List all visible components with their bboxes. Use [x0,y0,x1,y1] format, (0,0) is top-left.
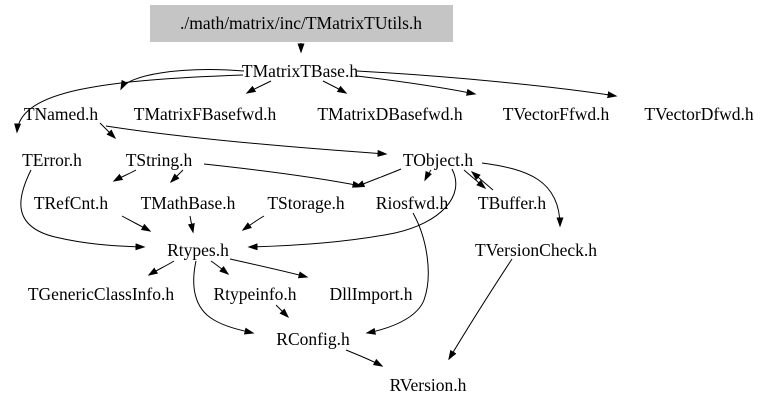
node-tbuffer-label[interactable]: TBuffer.h [478,193,546,213]
edge-tstring-to-trefcnt [112,169,137,182]
node-tgenericclassinfo-label[interactable]: TGenericClassInfo.h [28,284,175,304]
edge-tobject-to-tbuffer [463,169,487,189]
node-tobject-label[interactable]: TObject.h [403,150,473,170]
edge-tmatrixtbase-to-tvectorffwd [356,75,477,96]
edge-tmatrixtbase-to-tmatrixdbasefwd [322,80,348,94]
edge-tmatrixtbase-to-tvectordfwd [356,70,618,99]
edge-tbuffer-to-tobject [470,171,494,191]
edge-tmatrixtbase-to-tmatrixfbasefwd [245,80,272,94]
edge-tmatrixtbase-to-terror [14,74,244,134]
edge-tmatrixtbase-to-tnamed [120,69,245,91]
node-terror-label[interactable]: TError.h [22,150,82,170]
edge-riosfwd-to-rconfig [365,212,429,335]
node-tnamed-label[interactable]: TNamed.h [24,104,99,124]
edge-tobject-to-rtypes [247,168,457,251]
node-tvectorffwd-label[interactable]: TVectorFfwd.h [503,104,610,124]
node-dllimport-label[interactable]: DllImport.h [329,284,412,304]
edge-tobject-to-tversioncheck [481,162,564,228]
node-tmatrixdbasefwd-label[interactable]: TMatrixDBasefwd.h [317,104,463,124]
edge-tnamed-to-tobject [105,125,388,157]
root-node-box [150,5,453,42]
node-tversioncheck-label[interactable]: TVersionCheck.h [475,240,597,260]
edge-rtypes-to-dllimport [229,258,309,279]
edge-tobject-to-riosfwd [424,169,432,182]
node-rtypeinfo-label[interactable]: Rtypeinfo.h [213,284,296,304]
node-rversion-label[interactable]: RVersion.h [390,375,467,395]
graph-edges [14,42,618,367]
edge-rtypeinfo-to-rconfig [275,304,290,319]
edge-tnamed-to-tstring [99,122,117,140]
edge-tstring-to-tmathbase [169,169,184,184]
node-tmatrixtbase-label[interactable]: TMatrixTBase.h [242,61,358,81]
edge-tversioncheck-to-rversion [448,258,513,361]
node-tmathbase-label[interactable]: TMathBase.h [141,193,236,213]
node-tmatrixfbasefwd-label[interactable]: TMatrixFBasefwd.h [134,104,277,124]
edge-tstring-to-riosfwd [203,163,363,188]
edge-tmathbase-to-rtypes [187,215,195,234]
node-tvectordfwd-label[interactable]: TVectorDfwd.h [644,104,754,124]
edge-rtypes-to-rconfig [193,260,255,335]
node-tstorage-label[interactable]: TStorage.h [267,193,345,213]
edge-rconfig-to-rversion [345,349,384,367]
node-trefcnt-label[interactable]: TRefCnt.h [34,193,109,213]
edge-tobject-to-tstorage [354,168,402,188]
edge-tstorage-to-rtypes [241,215,265,231]
node-tmatrixtutils-label: ./math/matrix/inc/TMatrixTUtils.h [180,13,422,33]
node-rconfig-label[interactable]: RConfig.h [276,329,350,349]
edge-terror-to-rtypes [20,169,146,251]
edge-rtypes-to-tgenericclassinfo [147,260,175,276]
node-tstring-label[interactable]: TString.h [126,150,193,170]
node-riosfwd-label[interactable]: Riosfwd.h [376,193,449,213]
graph-nodes: ./math/matrix/inc/TMatrixTUtils.h TMatri… [22,13,754,395]
node-rtypes-label[interactable]: Rtypes.h [167,240,229,260]
edge-rtypes-to-rtypeinfo [210,260,230,275]
edge-trefcnt-to-rtypes [121,215,152,232]
